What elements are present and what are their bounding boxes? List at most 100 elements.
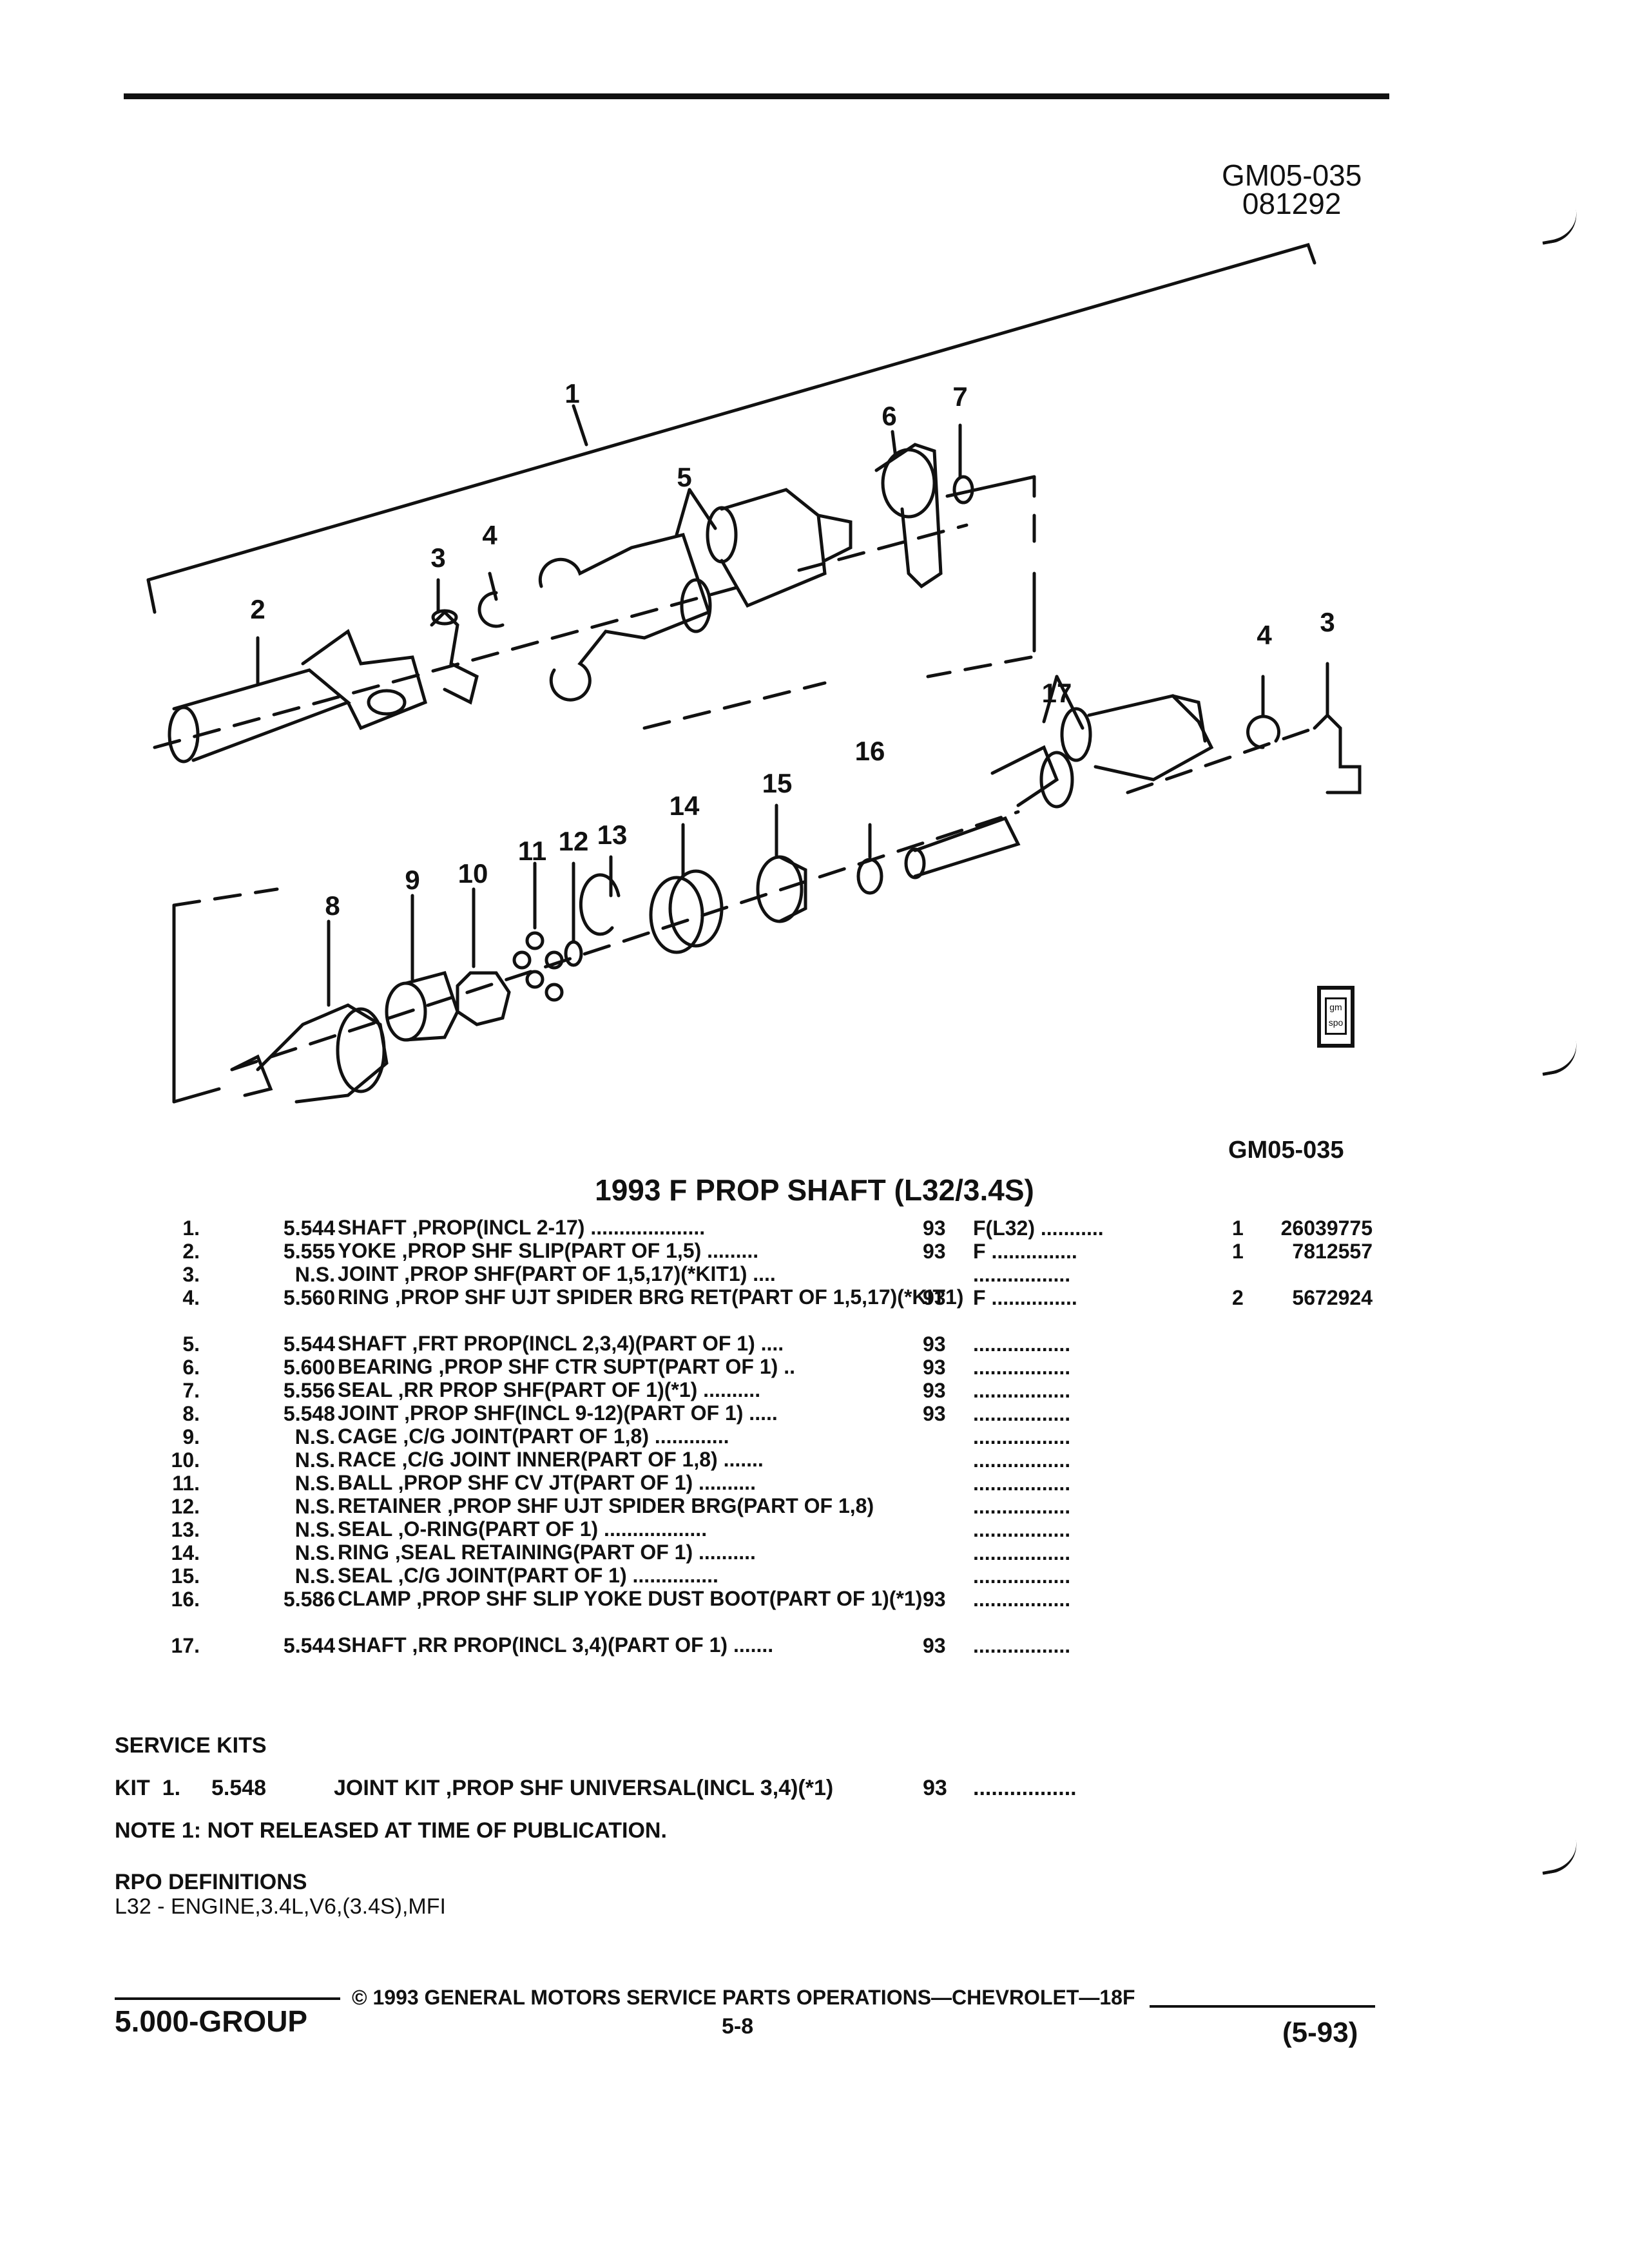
parts-cell-group: 5.548 <box>283 1402 335 1425</box>
parts-cell-model: ................. <box>973 1402 1071 1425</box>
parts-cell-pn: 5672924 <box>1292 1286 1373 1309</box>
callout-1: 1 <box>564 378 579 408</box>
callout-2: 2 <box>250 594 265 624</box>
callout-15: 15 <box>762 768 793 798</box>
parts-cell-group: N.S. <box>294 1448 335 1472</box>
parts-cell-group: N.S. <box>294 1263 335 1286</box>
parts-cell-model: ................. <box>973 1541 1071 1564</box>
parts-cell-group: 5.556 <box>283 1379 335 1402</box>
rpo-definition: L32 - ENGINE,3.4L,V6,(3.4S),MFI <box>115 1894 446 1919</box>
callout-3: 3 <box>430 543 445 573</box>
parts-cell-group: 5.544 <box>283 1634 335 1657</box>
rpo-heading: RPO DEFINITIONS <box>115 1870 307 1894</box>
parts-cell-num: 3. <box>182 1263 200 1286</box>
parts-cell-model: ................. <box>973 1379 1071 1402</box>
callout-6: 6 <box>882 401 896 431</box>
callout-5: 5 <box>677 462 691 492</box>
parts-cell-qty: 2 <box>1232 1286 1244 1309</box>
kit-group: 5.548 <box>211 1776 267 1800</box>
parts-row: 9.N.S.CAGE ,C/G JOINT(PART OF 1,8) .....… <box>97 1425 1385 1448</box>
parts-cell-group: 5.560 <box>283 1286 335 1309</box>
callout-16: 16 <box>855 736 885 766</box>
parts-row: 12. N.S.RETAINER ,PROP SHF UJT SPIDER BRG… <box>97 1495 1385 1518</box>
parts-cell-num: 17. <box>171 1634 200 1657</box>
parts-cell-model: ................. <box>973 1356 1071 1379</box>
parts-cell-desc: BALL ,PROP SHF CV JT(PART OF 1) ........… <box>338 1471 756 1494</box>
parts-cell-group: N.S. <box>294 1472 335 1495</box>
parts-row: 13. N.S.SEAL ,O-RING(PART OF 1) .........… <box>97 1518 1385 1541</box>
callout-4: 4 <box>482 520 497 550</box>
parts-cell-desc: JOINT ,PROP SHF(PART OF 1,5,17)(*KIT1) .… <box>338 1262 776 1285</box>
parts-cell-desc: CLAMP ,PROP SHF SLIP YOKE DUST BOOT(PART… <box>338 1587 923 1610</box>
figure-code: GM05-035 <box>1228 1137 1344 1164</box>
kit-description: JOINT KIT ,PROP SHF UNIVERSAL(INCL 3,4)(… <box>334 1776 834 1800</box>
parts-cell-model: ................. <box>973 1518 1071 1541</box>
top-rule <box>124 93 1389 99</box>
parts-cell-model: F ............... <box>973 1240 1077 1263</box>
parts-cell-num: 14. <box>171 1541 200 1564</box>
parts-cell-num: 16. <box>171 1588 200 1611</box>
parts-cell-group: N.S. <box>294 1518 335 1541</box>
parts-cell-desc: SEAL ,RR PROP SHF(PART OF 1)(*1) .......… <box>338 1378 761 1401</box>
kit-year: 93 <box>923 1776 947 1800</box>
callout-17: 17 <box>1042 678 1072 708</box>
parts-cell-num: 4. <box>182 1286 200 1309</box>
parts-cell-num: 12. <box>171 1495 200 1518</box>
parts-cell-desc: RING ,PROP SHF UJT SPIDER BRG RET(PART O… <box>338 1285 964 1309</box>
gm-spo-logo-text: gm spo <box>1325 997 1347 1035</box>
parts-cell-desc: BEARING ,PROP SHF CTR SUPT(PART OF 1) .. <box>338 1355 795 1378</box>
parts-cell-desc: SEAL ,C/G JOINT(PART OF 1) .............… <box>338 1564 718 1587</box>
parts-cell-year: 93 <box>923 1332 946 1356</box>
parts-cell-year: 93 <box>923 1240 946 1263</box>
parts-cell-group: N.S. <box>294 1541 335 1564</box>
reference-code: GM05-035 <box>1222 159 1362 192</box>
parts-cell-desc: JOINT ,PROP SHF(INCL 9-12)(PART OF 1) ..… <box>338 1401 778 1425</box>
parts-cell-desc: SEAL ,O-RING(PART OF 1) ................… <box>338 1517 708 1541</box>
parts-row: 10.N.S.RACE ,C/G JOINT INNER(PART OF 1,8… <box>97 1448 1385 1472</box>
parts-row: 15.N.S.SEAL ,C/G JOINT(PART OF 1) ......… <box>97 1564 1385 1588</box>
parts-row: 14. N.S.RING ,SEAL RETAINING(PART OF 1) .… <box>97 1541 1385 1564</box>
footer-copyright: © 1993 GENERAL MOTORS SERVICE PARTS OPER… <box>352 1986 1135 2009</box>
gm-spo-logo: gm spo <box>1317 986 1354 1048</box>
parts-cell-model: ................. <box>973 1425 1071 1448</box>
parts-cell-desc: RETAINER ,PROP SHF UJT SPIDER BRG(PART O… <box>338 1494 874 1517</box>
service-kits-heading: SERVICE KITS <box>115 1733 267 1758</box>
parts-cell-qty: 1 <box>1232 1216 1244 1240</box>
parts-cell-model: ................. <box>973 1332 1071 1356</box>
footer-page-number: 5-8 <box>722 2014 754 2039</box>
parts-row: 11.N.S.BALL ,PROP SHF CV JT(PART OF 1) .… <box>97 1472 1385 1495</box>
parts-cell-num: 9. <box>182 1425 200 1448</box>
parts-cell-model: ................. <box>973 1588 1071 1611</box>
parts-cell-model: ................. <box>973 1634 1071 1657</box>
parts-cell-desc: RING ,SEAL RETAINING(PART OF 1) ........… <box>338 1541 756 1564</box>
note-1: NOTE 1: NOT RELEASED AT TIME OF PUBLICAT… <box>115 1818 667 1843</box>
callout-10: 10 <box>458 858 488 889</box>
parts-cell-group: N.S. <box>294 1495 335 1518</box>
parts-cell-group: 5.555 <box>283 1240 335 1263</box>
callout-7: 7 <box>952 381 967 412</box>
callout-4-right: 4 <box>1257 620 1272 650</box>
callout-8: 8 <box>325 890 340 921</box>
parts-cell-qty: 1 <box>1232 1240 1244 1263</box>
callout-3-right: 3 <box>1320 607 1335 637</box>
parts-cell-group: N.S. <box>294 1425 335 1448</box>
service-kit-row: KIT 1. 5.548 JOINT KIT ,PROP SHF UNIVERS… <box>115 1776 1339 1802</box>
parts-cell-year: 93 <box>923 1286 946 1309</box>
parts-cell-num: 13. <box>171 1518 200 1541</box>
footer-rule-right <box>1150 2005 1375 2008</box>
parts-cell-year: 93 <box>923 1402 946 1425</box>
footer-group: 5.000-GROUP <box>115 2004 308 2038</box>
parts-cell-group: N.S. <box>294 1564 335 1588</box>
parts-cell-year: 93 <box>923 1634 946 1657</box>
parts-cell-group: 5.544 <box>283 1332 335 1356</box>
page-title: 1993 F PROP SHAFT (L32/3.4S) <box>595 1173 1034 1207</box>
parts-cell-num: 8. <box>182 1402 200 1425</box>
parts-cell-model: F(L32) ........... <box>973 1216 1104 1240</box>
